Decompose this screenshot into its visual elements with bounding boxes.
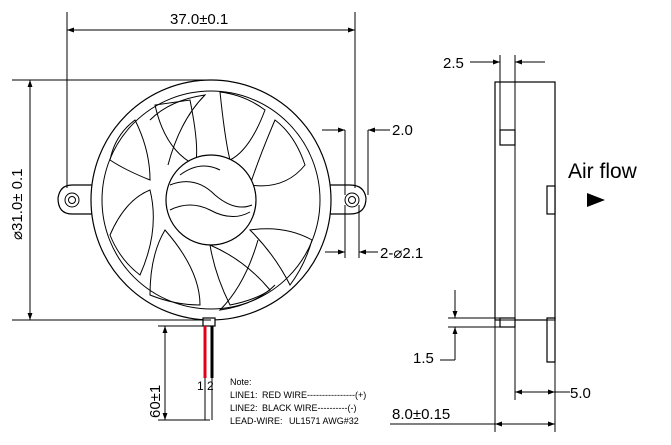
dimension-thickness: 8.0±0.15 [392,406,450,423]
wire-number-2: 2 [207,379,214,393]
note-line2-label: LINE2: [230,403,258,413]
side-body [494,81,556,321]
dimension-pin: 5.0 [570,385,591,402]
fan-hub [165,154,257,246]
right-mounting-hole [344,192,360,208]
dimension-diameter: ⌀31.0± 0.1 [9,169,26,240]
front-dimensions: 37.0±0.1 ⌀31.0± 0.1 2.0 2-⌀2.1 60±1 [9,11,423,421]
dimension-wall: 1.5 [413,350,434,367]
dimension-frame-lip: 2.5 [443,55,464,72]
note-line1-label: LINE1: [230,390,258,400]
note-lead-label: LEAD-WIRE: [230,416,283,426]
dimension-holes: 2-⌀2.1 [380,245,423,262]
side-view: Air flow [494,81,638,363]
fan-blades [109,91,313,306]
side-dimensions: 2.5 1.5 5.0 8.0±0.15 [390,55,591,432]
dimension-width: 37.0±0.1 [170,11,228,28]
front-view: 1 2 [57,79,367,393]
wire-number-1: 1 [197,379,204,393]
support-strut-top [149,94,207,166]
side-lip-bottom [499,317,516,328]
dimension-tab-offset: 2.0 [392,122,413,139]
note-lead-text: UL1571 AWG#32 [289,416,359,426]
side-lip-top [499,129,516,146]
side-bump [546,185,556,215]
note-title: Note: [230,377,252,387]
fan-frame-inner [101,90,321,310]
side-pin [546,317,556,363]
air-flow-arrow [587,193,605,207]
left-mounting-hole [64,192,80,208]
dimension-lead-length: 60±1 [147,385,164,418]
note-line1-text: RED WIRE----------------(+) [262,390,366,400]
wire-notes: Note: LINE1: RED WIRE----------------(+)… [230,377,366,426]
support-strut-bottom [218,239,276,311]
note-line2-text: BLACK WIRE----------(-) [262,403,356,413]
air-flow-label: Air flow [568,160,638,183]
